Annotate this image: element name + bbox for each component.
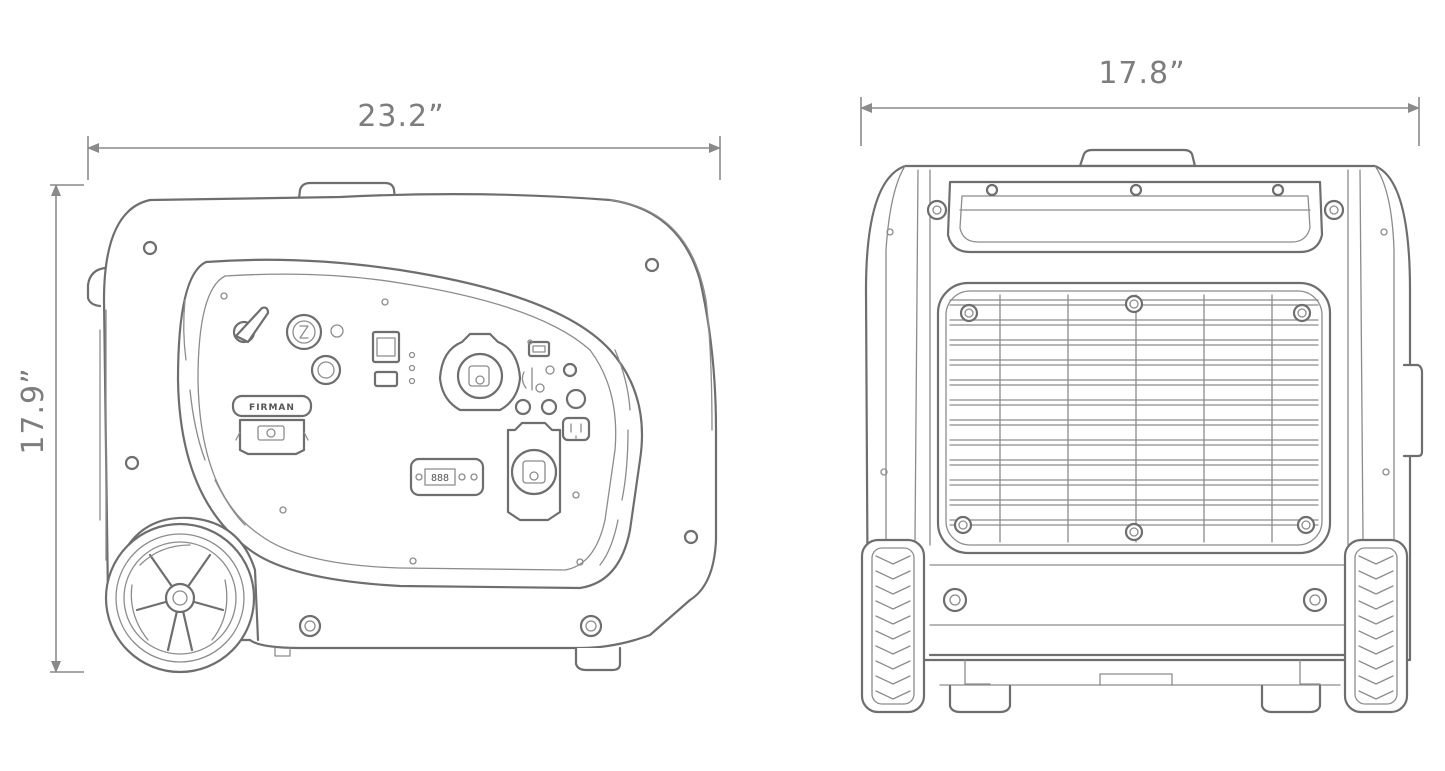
side-body-screws xyxy=(124,240,699,638)
side-vent-slots xyxy=(183,299,631,566)
twist-lock-outlet-icon xyxy=(438,332,522,412)
large-outlet-icon xyxy=(506,421,562,522)
side-wheel-icon xyxy=(104,516,260,674)
recoil-handle-icon xyxy=(235,418,309,456)
generator-side-view: FIRMAN xyxy=(86,181,718,674)
front-left-wheel-icon xyxy=(860,538,926,714)
dimension-front-width: 17.8” xyxy=(860,56,1420,146)
brand-label: FIRMAN xyxy=(249,403,295,413)
brand-plate: FIRMAN xyxy=(231,394,313,418)
digital-display: 888 xyxy=(409,457,485,497)
fuel-knob-icon xyxy=(310,354,342,386)
front-right-wheel-icon xyxy=(1343,538,1409,714)
choke-lever-icon xyxy=(232,306,270,344)
standard-outlet-icon xyxy=(561,416,591,442)
display-readout: 888 xyxy=(431,473,449,484)
front-grille xyxy=(936,281,1332,555)
dimension-side-length: 23.2” xyxy=(87,99,721,180)
front-carry-handle xyxy=(946,180,1324,254)
generator-front-view xyxy=(860,148,1424,714)
dimension-side-height: 17.9” xyxy=(16,184,84,673)
rocker-switch-icon xyxy=(371,330,401,364)
front-width-label: 17.8” xyxy=(1098,56,1185,91)
engine-switch-icon xyxy=(285,313,323,351)
side-height-label: 17.9” xyxy=(16,367,51,454)
side-length-label: 23.2” xyxy=(357,99,444,134)
